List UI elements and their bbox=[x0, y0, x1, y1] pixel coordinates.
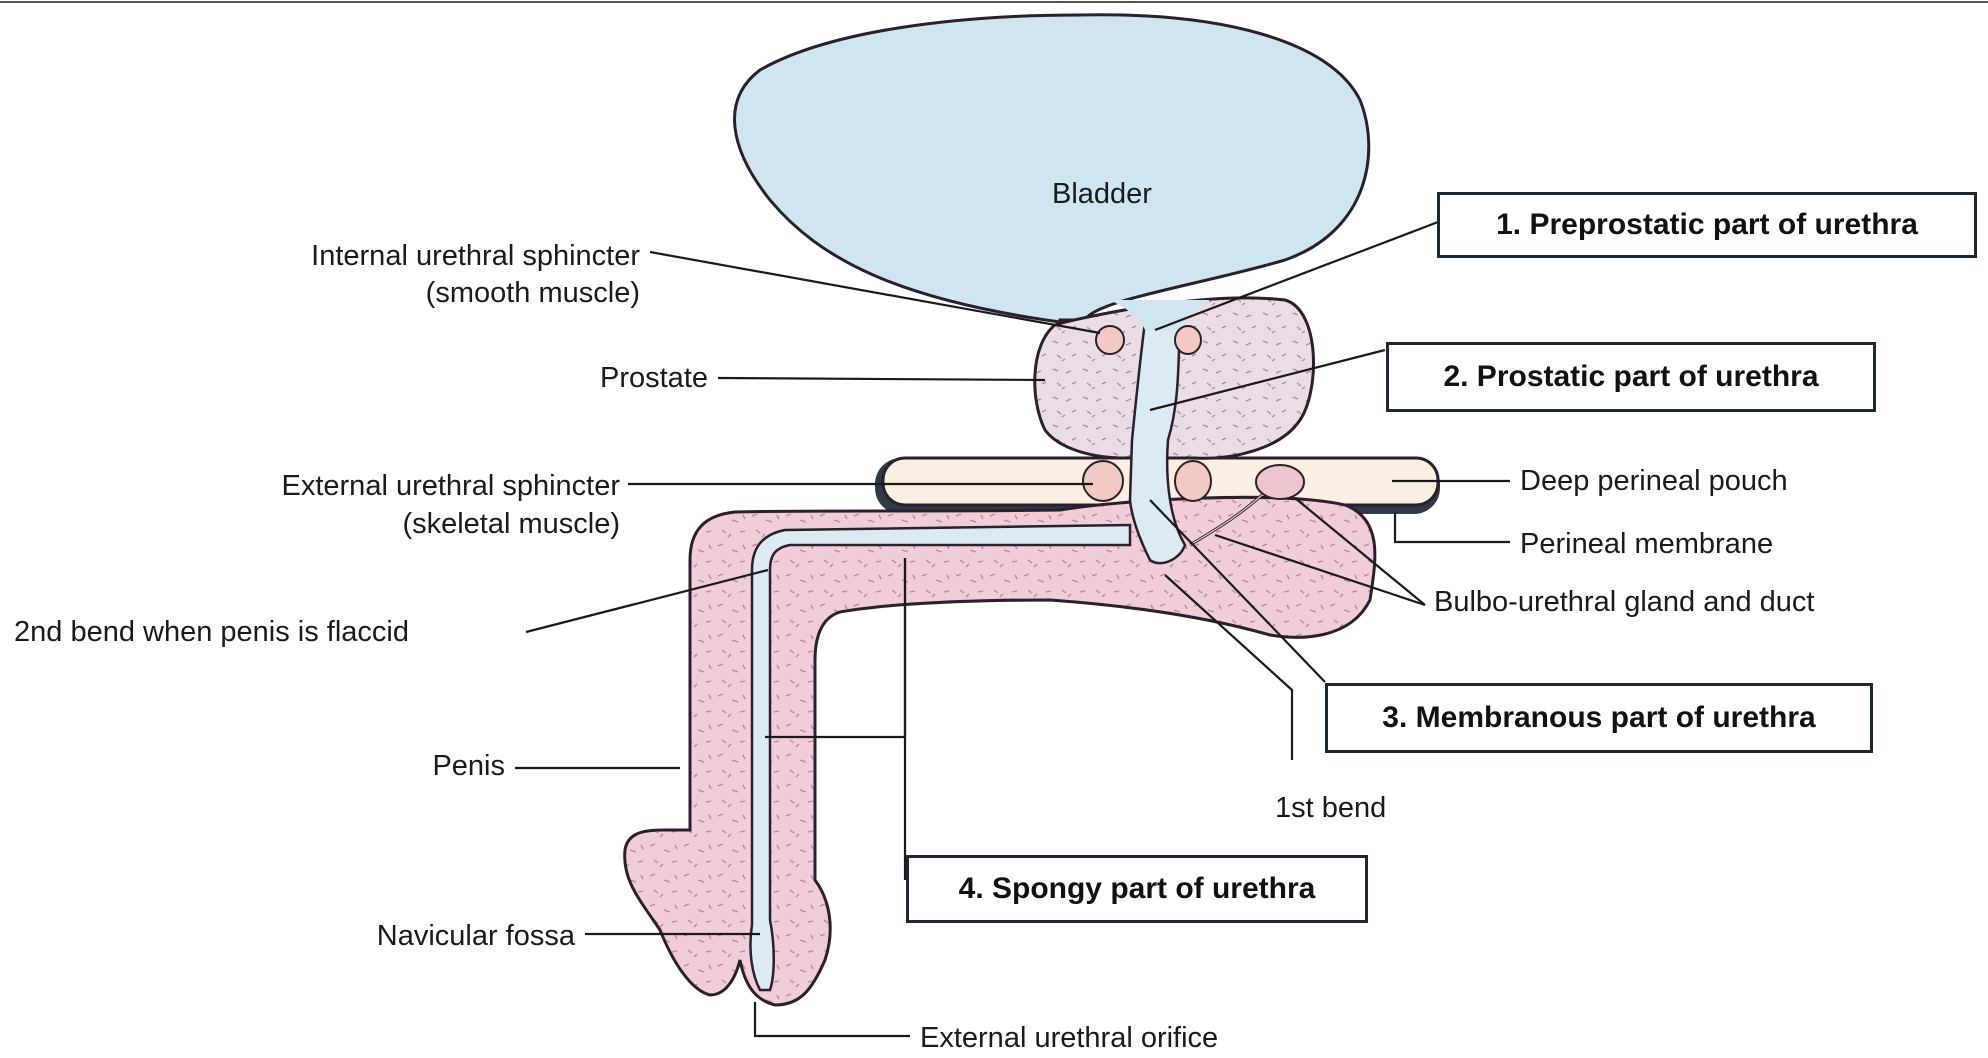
perineal-membrane-label: Perineal membrane bbox=[1520, 526, 1773, 562]
prostatic-box: 2. Prostatic part of urethra bbox=[1386, 342, 1876, 412]
internal-sphincter-left bbox=[1096, 326, 1124, 354]
deep-pouch-label: Deep perineal pouch bbox=[1520, 463, 1788, 499]
second-bend-label: 2nd bend when penis is flaccid bbox=[14, 614, 409, 650]
prostate-label: Prostate bbox=[520, 360, 708, 396]
internal-sphincter-label-line1: Internal urethral sphincter bbox=[222, 238, 640, 274]
internal-sphincter-label-line2: (smooth muscle) bbox=[222, 275, 640, 311]
external-sphincter-label-line1: External urethral sphincter bbox=[190, 468, 620, 504]
penis-label: Penis bbox=[360, 748, 505, 784]
bladder bbox=[735, 15, 1369, 322]
spongy-box: 4. Spongy part of urethra bbox=[906, 855, 1368, 923]
penis-tissue bbox=[625, 497, 1375, 1005]
first-bend-label: 1st bend bbox=[1275, 790, 1386, 826]
external-sphincter-right bbox=[1175, 461, 1211, 501]
navicular-fossa-label: Navicular fossa bbox=[310, 918, 575, 954]
bladder-label: Bladder bbox=[1052, 178, 1152, 211]
external-sphincter-left bbox=[1083, 461, 1123, 501]
external-sphincter-label-line2: (skeletal muscle) bbox=[190, 506, 620, 542]
bulbo-urethral-label: Bulbo-urethral gland and duct bbox=[1434, 584, 1814, 620]
preprostatic-box: 1. Preprostatic part of urethra bbox=[1437, 192, 1977, 258]
internal-sphincter-right bbox=[1175, 326, 1201, 354]
external-orifice-label: External urethral orifice bbox=[920, 1020, 1218, 1056]
bulbo-urethral-gland bbox=[1256, 465, 1304, 499]
membranous-box: 3. Membranous part of urethra bbox=[1325, 683, 1873, 753]
